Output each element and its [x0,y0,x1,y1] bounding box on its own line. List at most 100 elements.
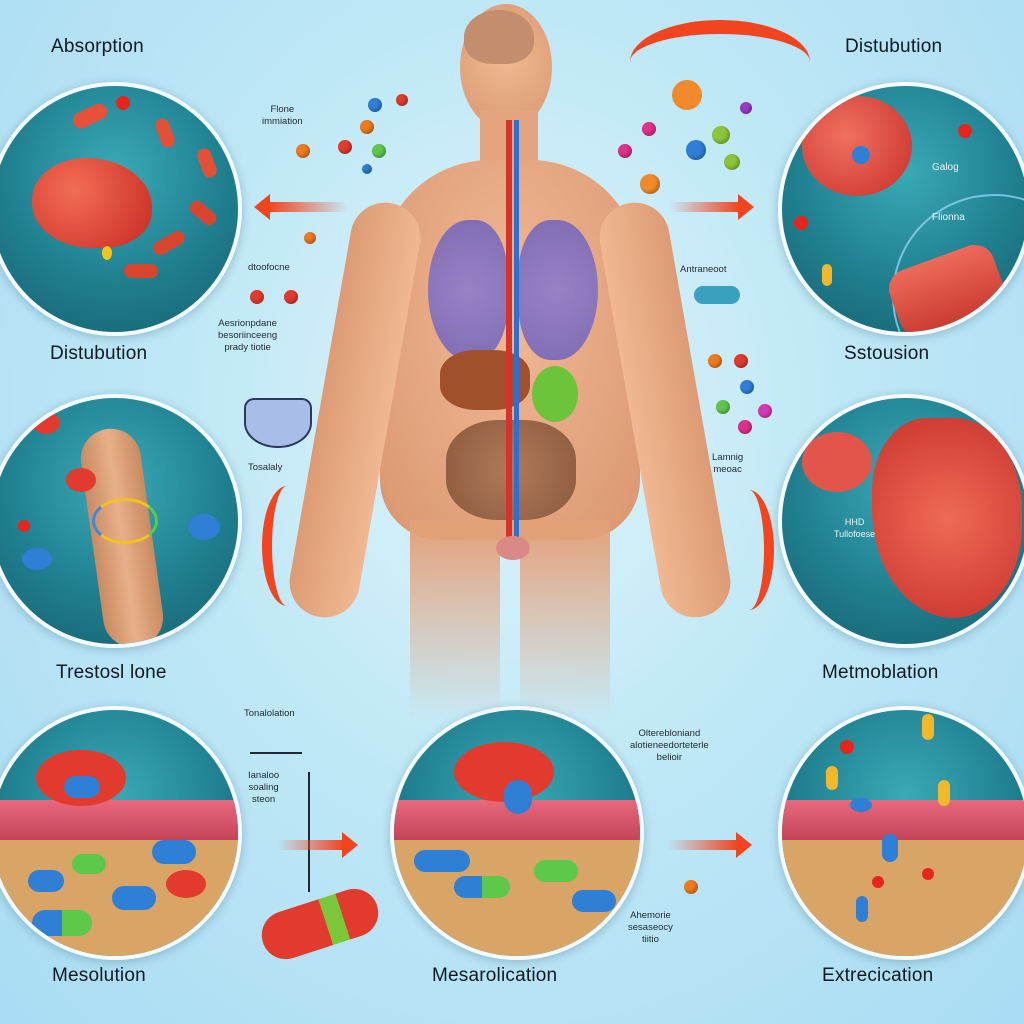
yellow-capsule [938,780,950,806]
arrow-to-mesarolication[interactable] [278,832,358,858]
stage-title-distribution-top: Distubution [845,36,943,57]
bracket-line [250,752,302,754]
tissue-layer [782,800,1024,840]
stage-title-mesarolication: Mesarolication [432,965,558,986]
atom [724,154,740,170]
red-dot [922,868,934,880]
absorption-circle [0,82,242,336]
atom [372,144,386,158]
arrow-to-excretion[interactable] [668,832,752,858]
atom [738,420,752,434]
liver-illustration [32,158,152,248]
label-antraneoot: Antraneoot [680,264,727,275]
blue-capsule [28,870,64,892]
atom [360,120,374,134]
atom [338,140,352,154]
red-dot [958,124,972,138]
molecule-top-left [296,80,426,180]
red-cell [187,197,219,229]
label-hhd: HHD Tullofoese [834,517,876,539]
atom [734,354,748,368]
stage-title-sstousion: Sstousion [844,343,930,364]
yellow-capsule [822,264,832,286]
blue-capsule [572,890,616,912]
blue-molecule [852,146,870,164]
red-cell [124,264,158,278]
teal-capsule [694,286,740,304]
atom [296,144,310,158]
red-dot [116,96,130,110]
red-tablet [32,412,60,434]
label-galog: Galog [932,162,959,173]
arrow-to-absorption[interactable] [254,194,348,220]
atom [362,164,372,174]
vena-cava-vessel [514,120,519,540]
stomach-circle: HHD Tullofoese [778,394,1024,648]
red-dot [840,740,854,754]
arrow-to-distribution[interactable] [670,194,754,220]
red-cell [153,116,177,150]
stomach-illustration [872,418,1022,618]
stage-title-extrecication: Extrecication [822,965,934,986]
atom [642,122,656,136]
mesarolication-circle [390,706,644,960]
green-capsule [32,910,92,936]
green-capsule [454,876,510,898]
blue-capsule [856,896,868,922]
yellow-capsule [826,766,838,790]
distribution-circle-top: Galog Flionna [778,82,1024,336]
atom [618,144,632,158]
distribution-circle-mid [0,394,242,648]
curved-arrow-top[interactable] [630,20,810,104]
right-lung [518,220,598,360]
label-tonalolation: Tonalolation [244,708,295,719]
red-cell [195,146,219,180]
atom [304,232,316,244]
red-tablet [166,870,206,898]
vertical-line [308,772,310,892]
red-cell [150,228,188,258]
green-capsule [72,854,106,874]
left-lung [428,220,508,360]
kidney-illustration [802,432,872,492]
red-cell [70,101,110,131]
atom [740,380,754,394]
dissolution-circle [0,706,242,960]
atom [686,140,706,160]
blue-tablet [22,548,52,570]
label-aesrionpdane: Aesrionpdane besoriinceeng prady tiotie [218,318,278,353]
atom [708,354,722,368]
atom [368,98,382,112]
green-capsule [534,860,578,882]
blue-capsule [64,776,100,798]
blue-capsule [414,850,470,872]
blue-capsule [504,780,532,814]
label-ianalo: Ianaloo soaling steon [248,770,280,805]
helix-illustration [92,498,158,544]
stage-title-trestosl-lone: Trestosl lone [56,662,167,683]
left-leg [410,520,500,720]
right-leg [520,520,610,720]
atom [758,404,772,418]
human-anatomy-figure [284,0,736,720]
atom [396,94,408,106]
stage-title-metmoblation: Metmoblation [822,662,939,683]
atom [284,290,298,304]
atom [640,174,660,194]
label-flone: Flone immiation [262,104,303,127]
orange-atom [684,880,698,894]
blue-particle [850,798,872,812]
aorta-vessel [506,120,512,540]
excretion-circle [778,706,1024,960]
curved-arrow-up-left[interactable] [262,486,312,606]
label-oltereb: Olterebloniand alotieneedorteterle belio… [630,728,709,763]
blue-capsule [112,886,156,910]
blue-tablet [188,514,220,540]
stage-title-distribution-mid: Distubution [50,343,148,364]
shield-icon [244,398,312,448]
label-flionna: Flionna [932,212,965,223]
atom [250,290,264,304]
curved-arrow-up-right[interactable] [724,490,774,610]
red-tablet [66,468,96,492]
molecule-ring [700,340,780,434]
